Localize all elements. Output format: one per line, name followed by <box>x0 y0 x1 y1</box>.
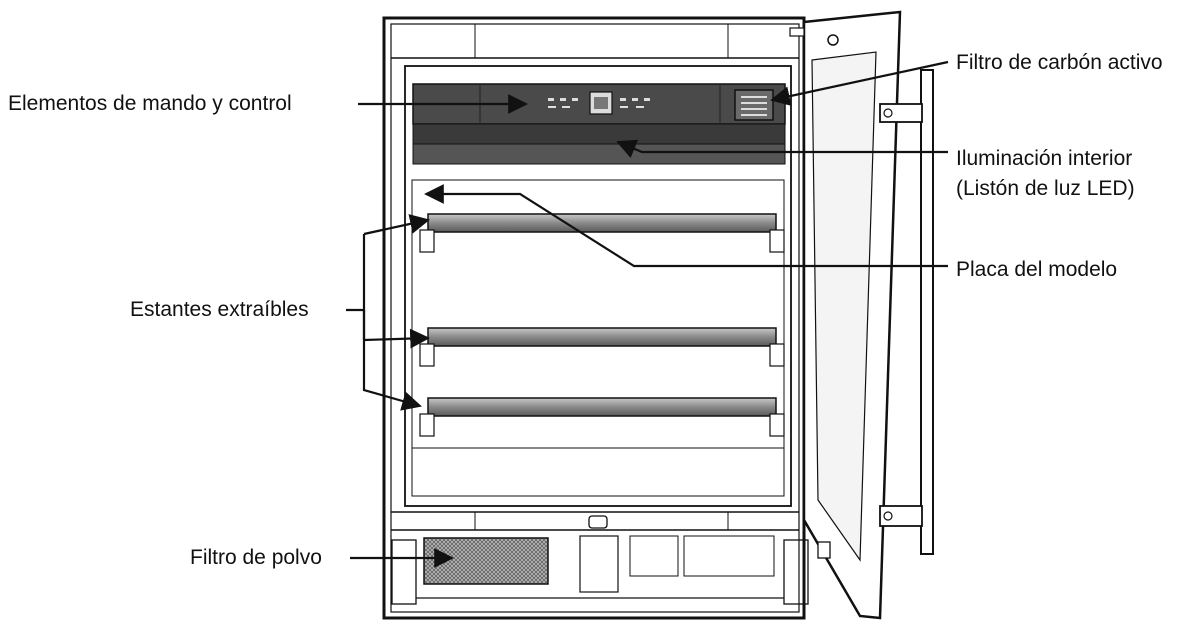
shelf-3 <box>419 397 785 437</box>
base-section <box>391 511 809 605</box>
leader-shelf-2 <box>363 328 430 349</box>
label-control-elements: Elementos de mando y control <box>8 92 292 115</box>
callout-lines <box>346 60 949 568</box>
label-interior-light-line2: (Listón de luz LED) <box>956 177 1135 200</box>
door-handle-icon <box>879 69 934 555</box>
leader-carbon-filter <box>770 60 949 106</box>
label-shelves: Estantes extraíbles <box>130 298 309 321</box>
door <box>789 10 934 620</box>
carbon-filter-grille-icon <box>734 89 774 121</box>
label-model-plate: Placa del modelo <box>956 258 1118 281</box>
leader-model-plate <box>424 184 948 268</box>
control-buttons <box>548 98 650 108</box>
dust-filter-mesh-icon <box>423 537 549 585</box>
door-hinge-icon <box>789 27 831 559</box>
leader-interior-light <box>616 139 948 158</box>
shelf-2 <box>419 327 785 367</box>
leader-shelf-1 <box>363 214 430 236</box>
label-interior-light-line1: Iluminación interior <box>956 147 1133 170</box>
label-carbon-filter: Filtro de carbón activo <box>956 51 1163 74</box>
label-dust-filter: Filtro de polvo <box>190 546 322 569</box>
shelf-1 <box>419 213 785 253</box>
control-panel <box>412 83 786 165</box>
leader-shelves-stem <box>346 234 366 312</box>
